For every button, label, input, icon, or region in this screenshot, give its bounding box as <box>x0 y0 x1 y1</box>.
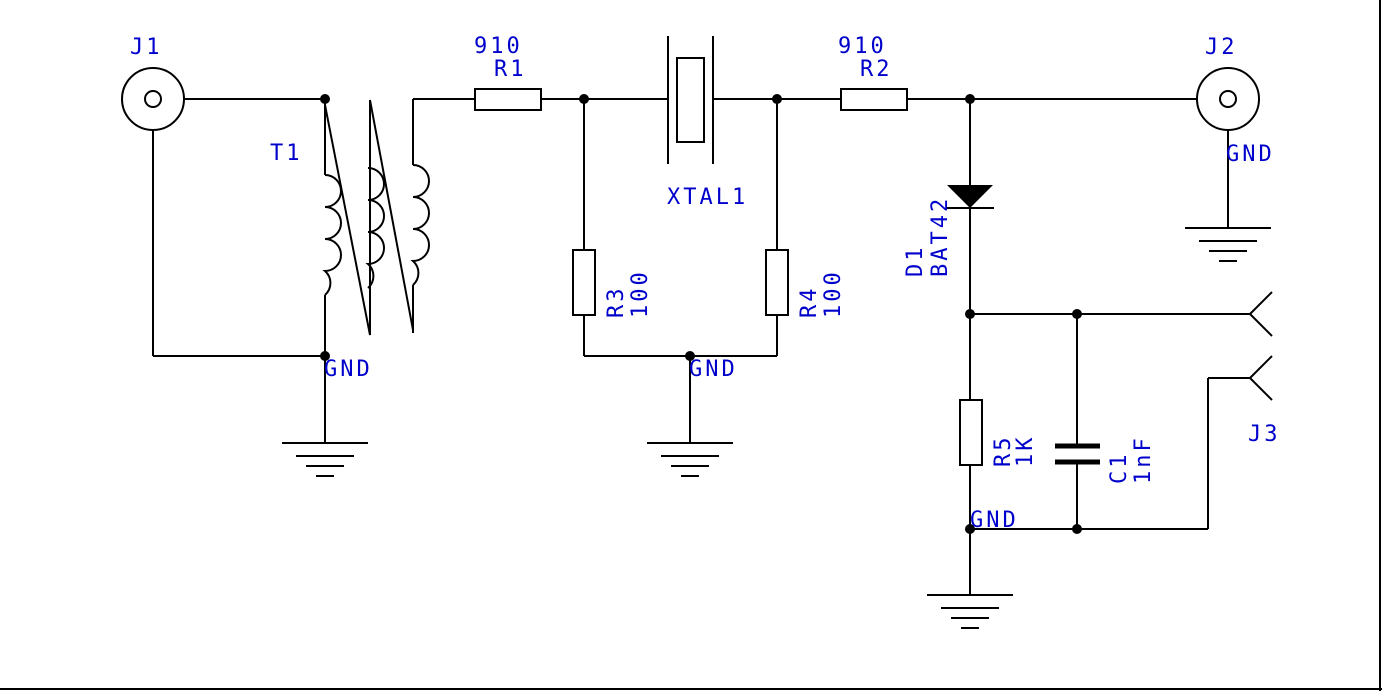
gnd-mid-label: GND <box>689 357 738 382</box>
j1-connector-symbol <box>121 67 325 357</box>
r2-resistor-symbol <box>840 88 1198 111</box>
xtal1-label: XTAL1 <box>667 185 748 210</box>
r4-ref-label: R4 <box>797 286 822 319</box>
j3-connector-symbol <box>1207 291 1273 529</box>
r4-resistor-symbol <box>689 99 789 443</box>
ground-symbol-right <box>927 594 1013 629</box>
d1-value-label: BAT42 <box>928 196 953 277</box>
j1-label: J1 <box>130 35 163 60</box>
r2-ref-label: R2 <box>860 57 893 82</box>
c1-value-label: 1nF <box>1131 435 1156 484</box>
t1-label: T1 <box>270 141 303 166</box>
ground-symbol-t1 <box>282 442 368 477</box>
r1-resistor-symbol <box>474 88 668 111</box>
ground-symbol-mid <box>647 442 733 477</box>
j3-label: J3 <box>1248 422 1281 447</box>
r5-value-label: 1K <box>1013 435 1038 468</box>
d1-diode-symbol <box>946 99 994 400</box>
r1-value-label: 910 <box>474 34 523 59</box>
gnd-right-label: GND <box>970 508 1019 533</box>
xtal1-crystal-symbol <box>667 36 841 164</box>
j2-gnd-label: GND <box>1226 142 1275 167</box>
r3-resistor-symbol <box>572 99 777 357</box>
c1-capacitor-symbol <box>970 313 1208 530</box>
r3-value-label: 100 <box>628 269 653 318</box>
c1-ref-label: C1 <box>1107 452 1132 485</box>
j2-label: J2 <box>1205 35 1238 60</box>
r3-ref-label: R3 <box>604 286 629 319</box>
d1-ref-label: D1 <box>903 245 928 278</box>
ground-symbol-j2 <box>1185 227 1271 262</box>
j2-connector-symbol <box>1196 67 1260 228</box>
r5-resistor-symbol <box>959 399 983 595</box>
r1-ref-label: R1 <box>494 57 527 82</box>
gnd-t1-label: GND <box>324 357 373 382</box>
junction-dots <box>320 94 1082 534</box>
r2-value-label: 910 <box>838 34 887 59</box>
r4-value-label: 100 <box>821 269 846 318</box>
r5-ref-label: R5 <box>991 435 1016 468</box>
t1-transformer-symbol <box>322 98 475 443</box>
